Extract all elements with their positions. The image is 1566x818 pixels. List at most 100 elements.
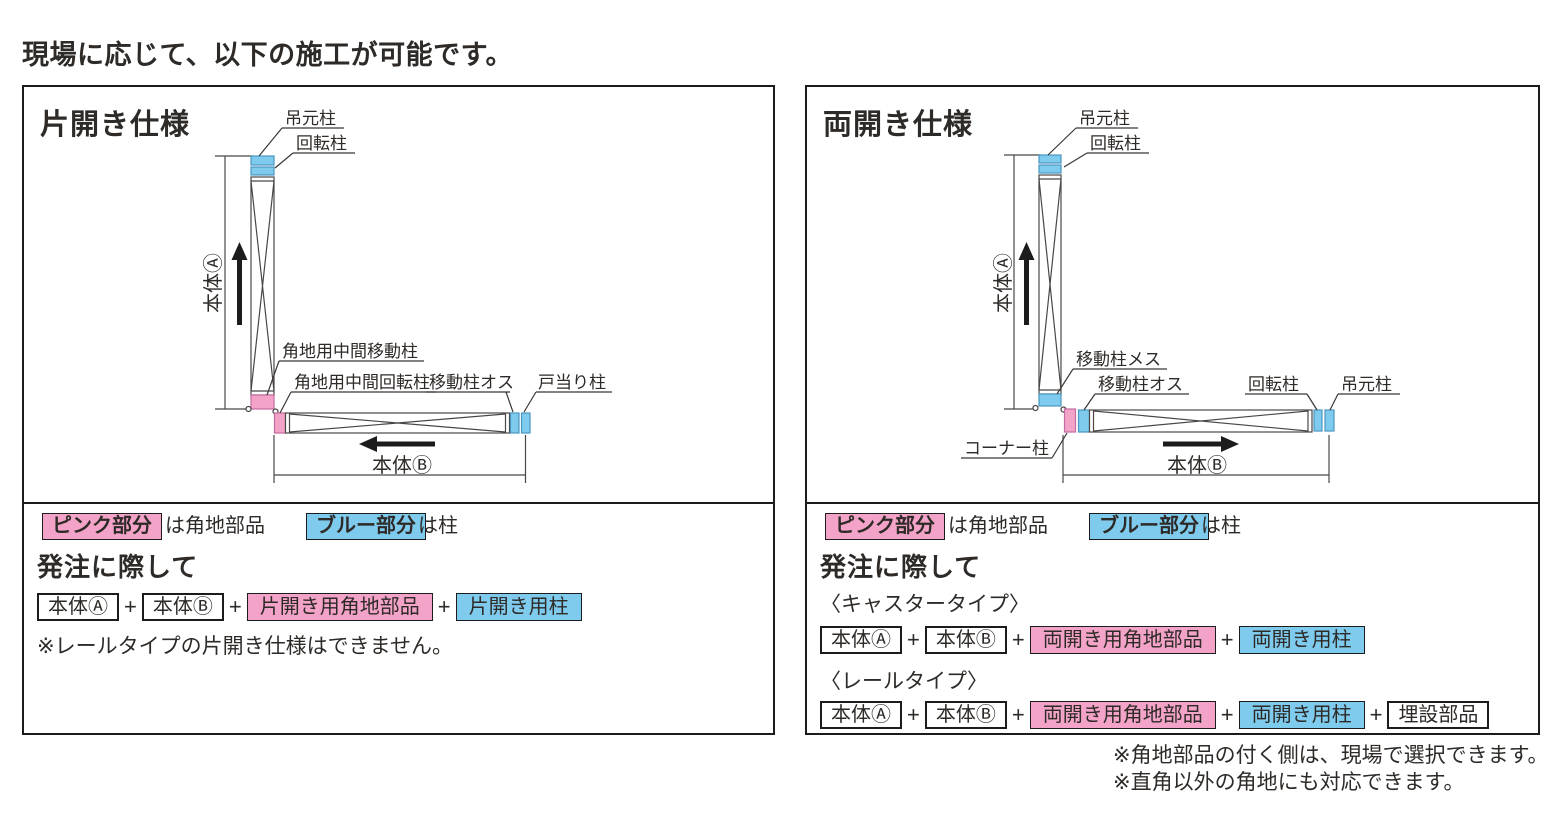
label-body-a: 本体Ⓐ <box>203 253 225 313</box>
label-corner-post: コーナー柱 <box>964 439 1049 458</box>
order-parts-row: 本体Ⓐ + 本体Ⓑ + 片開き用角地部品 + 片開き用柱 <box>37 593 582 621</box>
blue-bar-hanging-post <box>1038 154 1062 164</box>
part-box-corner-parts: 片開き用角地部品 <box>246 593 433 621</box>
plus-sign: + <box>1011 702 1025 727</box>
label-body-b: 本体Ⓑ <box>1167 455 1227 477</box>
footnote-line1: ※角地部品の付く側は、現場で選択できます。 <box>1113 744 1549 767</box>
label-door-stop-post: 戸当り柱 <box>538 373 606 392</box>
plus-sign: + <box>1220 627 1234 652</box>
footnotes: ※角地部品の付く側は、現場で選択できます。 ※直角以外の角地にも対応できます。 <box>1113 742 1549 796</box>
label-rotating-post-top: 回転柱 <box>1090 134 1141 153</box>
blue-bar-door-stop-post <box>520 412 531 434</box>
left-arrow-icon <box>359 436 435 452</box>
rail-type-note: ※レールタイプの片開き仕様はできません。 <box>37 635 453 658</box>
label-hanging-post-bottom: 吊元柱 <box>1341 375 1392 394</box>
blue-bar-hanging-post <box>250 155 275 166</box>
legend-blue-desc: は柱 <box>418 515 458 537</box>
part-box-post: 両開き用柱 <box>1238 626 1365 654</box>
leader-line <box>1306 393 1318 411</box>
caster-type-heading: 〈キャスタータイプ〉 <box>820 593 1030 616</box>
plus-sign: + <box>1220 702 1234 727</box>
x-brace <box>1093 410 1309 432</box>
blue-bar-moving-post-female <box>1038 393 1062 407</box>
part-box-body-a: 本体Ⓐ <box>820 701 902 729</box>
page-title: 現場に応じて、以下の施工が可能です。 <box>22 40 513 70</box>
part-box-corner-parts: 両開き用角地部品 <box>1029 626 1216 654</box>
plus-sign: + <box>1011 627 1025 652</box>
leader-line <box>1047 127 1077 156</box>
panel-double-swing: 両開き仕様 <box>805 85 1540 735</box>
panel-single-swing: 片開き仕様 <box>22 85 775 735</box>
part-box-post: 両開き用柱 <box>1238 701 1365 729</box>
blue-bar-rotating-post-bottom <box>1313 409 1323 432</box>
label-corner-mid-moving-post: 角地用中間移動柱 <box>282 342 418 361</box>
legend-pink-desc: は角地部品 <box>948 515 1048 537</box>
part-box-body-a: 本体Ⓐ <box>820 626 902 654</box>
blue-bar-moving-post-male <box>1077 409 1091 433</box>
part-box-post: 片開き用柱 <box>455 593 582 621</box>
hinge-dot <box>1032 404 1039 412</box>
legend-blue-chip: ブルー部分 <box>1089 513 1209 540</box>
leader-line <box>258 127 283 157</box>
pink-bar-corner-mid-rotating-post <box>273 412 287 434</box>
footnote-line2: ※直角以外の角地にも対応できます。 <box>1113 771 1465 794</box>
label-body-b: 本体Ⓑ <box>372 455 432 477</box>
legend-pink-chip: ピンク部分 <box>42 513 162 540</box>
blue-bar-rotating-post <box>250 166 275 176</box>
plus-sign: + <box>228 594 242 619</box>
legend-blue-desc: は柱 <box>1201 515 1241 537</box>
label-moving-post-male: 移動柱オス <box>1098 375 1183 394</box>
label-rotating-post: 回転柱 <box>296 134 347 153</box>
part-box-body-a: 本体Ⓐ <box>37 593 119 621</box>
hinge-dot <box>245 405 252 413</box>
plus-sign: + <box>437 594 451 619</box>
label-moving-post-male: 移動柱オス <box>429 373 514 392</box>
part-box-buried-parts: 埋設部品 <box>1387 701 1490 729</box>
pink-bar-corner-mid-moving-post <box>250 394 275 410</box>
plus-sign: + <box>1369 702 1383 727</box>
order-heading: 発注に際して <box>820 552 982 582</box>
blue-bar-rotating-post <box>1038 164 1062 174</box>
leader-line <box>266 360 280 396</box>
part-box-body-b: 本体Ⓑ <box>141 593 224 621</box>
legend-blue-chip: ブルー部分 <box>306 513 426 540</box>
leader-line <box>1051 432 1068 459</box>
caster-parts-row: 本体Ⓐ + 本体Ⓑ + 両開き用角地部品 + 両開き用柱 <box>820 626 1365 654</box>
blue-bar-moving-post-male <box>509 412 520 434</box>
part-box-corner-parts: 両開き用角地部品 <box>1029 701 1216 729</box>
panel-left-title: 片開き仕様 <box>40 109 191 141</box>
leader-line <box>1083 393 1096 411</box>
double-swing-diagram <box>961 127 1400 483</box>
leader-line <box>523 391 537 413</box>
rail-type-heading: 〈レールタイプ〉 <box>820 670 988 693</box>
panel-divider <box>24 502 773 504</box>
rail-parts-row: 本体Ⓐ + 本体Ⓑ + 両開き用角地部品 + 両開き用柱 + 埋設部品 <box>820 701 1490 729</box>
x-brace <box>250 180 275 392</box>
blue-bar-hanging-post-bottom <box>1324 409 1335 432</box>
legend-pink-desc: は角地部品 <box>165 515 265 537</box>
plus-sign: + <box>907 702 920 727</box>
leader-line <box>505 391 514 413</box>
part-box-body-b: 本体Ⓑ <box>924 626 1007 654</box>
label-hanging-post: 吊元柱 <box>285 109 336 128</box>
leader-line <box>1329 393 1339 411</box>
up-arrow-icon <box>1018 242 1035 325</box>
leader-line <box>1056 368 1074 395</box>
plus-sign: + <box>907 627 920 652</box>
single-swing-diagram <box>215 127 612 483</box>
order-heading: 発注に際して <box>37 552 199 582</box>
label-moving-post-female: 移動柱メス <box>1076 350 1161 369</box>
label-corner-mid-rotating-post: 角地用中間回転柱 <box>294 373 430 392</box>
leader-line <box>274 152 294 169</box>
x-brace <box>289 413 506 433</box>
right-arrow-icon <box>1163 436 1239 452</box>
label-body-a: 本体Ⓐ <box>993 253 1015 313</box>
x-brace <box>1038 178 1062 391</box>
part-box-body-b: 本体Ⓑ <box>924 701 1007 729</box>
plus-sign: + <box>124 594 137 619</box>
legend-pink-chip: ピンク部分 <box>825 513 945 540</box>
leader-line <box>279 391 292 414</box>
label-rotating-post-bottom: 回転柱 <box>1248 375 1299 394</box>
pink-bar-corner-post <box>1063 408 1077 433</box>
up-arrow-icon <box>231 242 248 325</box>
